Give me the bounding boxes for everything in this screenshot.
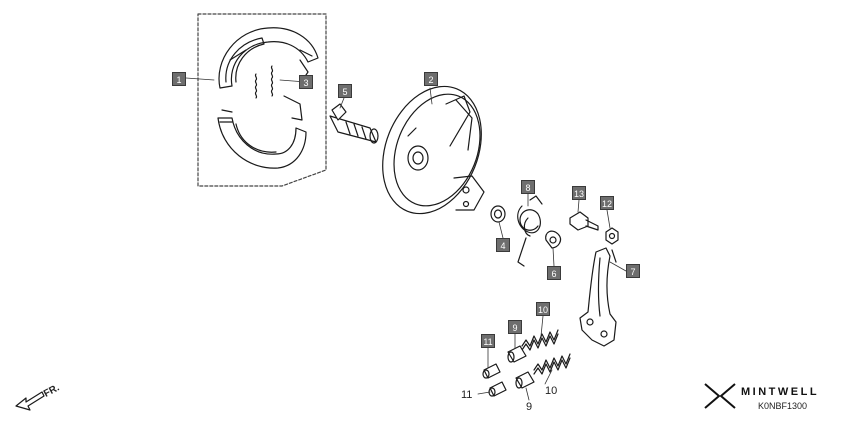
brand-logo-icon — [704, 383, 736, 409]
callout-3: 3 — [299, 75, 313, 89]
label-11: 11 — [461, 389, 473, 401]
shoe-springs — [254, 65, 274, 99]
rod-joint-lower — [515, 371, 535, 389]
collar-lower — [488, 381, 507, 397]
wear-indicator-plate — [545, 230, 562, 249]
callout-6: 6 — [547, 266, 561, 280]
brand-watermark: MINTWELL K0NBF1300 — [703, 380, 833, 416]
nut — [605, 227, 619, 245]
callout-9: 9 — [508, 320, 522, 334]
front-arrow-icon — [15, 391, 45, 411]
brake-panel — [382, 85, 485, 215]
brand-name: MINTWELL — [741, 386, 820, 398]
brake-camshaft — [329, 103, 379, 144]
callout-8: 8 — [521, 180, 535, 194]
callout-1: 1 — [172, 72, 186, 86]
rod-spring-lower — [533, 353, 571, 375]
felt-seal — [490, 205, 506, 223]
callout-2: 2 — [424, 72, 438, 86]
collar-upper — [482, 363, 501, 379]
rod-spring-upper — [521, 329, 559, 351]
return-spring — [517, 195, 543, 267]
callout-7: 7 — [626, 264, 640, 278]
bolt — [569, 211, 599, 231]
label-10: 10 — [545, 385, 558, 397]
callout-5: 5 — [338, 84, 352, 98]
brake-shoe-upper — [218, 27, 319, 89]
callout-4: 4 — [496, 238, 510, 252]
rod-joint-upper — [507, 345, 527, 363]
callout-12: 12 — [600, 196, 614, 210]
brake-shoe-lower — [217, 95, 307, 169]
brake-shoe-group-box — [197, 13, 327, 187]
callout-13: 13 — [572, 186, 586, 200]
front-direction-indicator: FR. — [12, 378, 72, 412]
callout-10: 10 — [536, 302, 550, 316]
callout-11: 11 — [481, 334, 495, 348]
diagram-code: K0NBF1300 — [758, 401, 808, 411]
brake-arm — [579, 247, 617, 347]
label-9: 9 — [526, 401, 533, 413]
